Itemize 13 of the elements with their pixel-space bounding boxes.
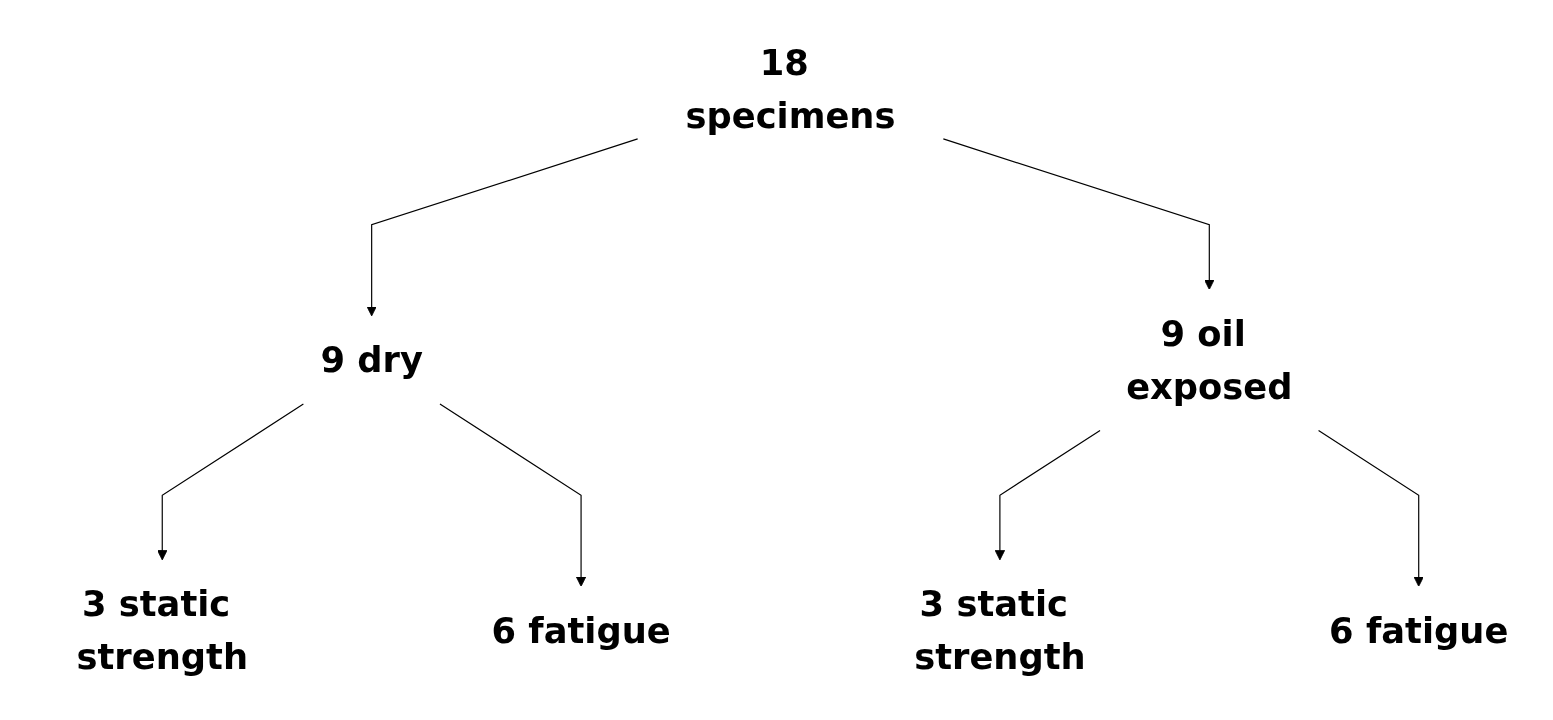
arrow xyxy=(994,429,1101,561)
node-text: 6 fatigue xyxy=(1329,609,1509,651)
arrow xyxy=(942,138,1215,290)
node-text: 3 static strength xyxy=(914,583,1086,678)
arrow xyxy=(366,138,639,317)
arrow xyxy=(439,403,587,587)
node-text: 9 dry xyxy=(320,339,423,381)
node-text: 9 oil exposed xyxy=(1126,312,1293,408)
node-text: 3 static strength xyxy=(76,583,249,678)
arrow xyxy=(1317,429,1424,587)
node-text: 18 specimens xyxy=(685,42,896,137)
node-text: 6 fatigue xyxy=(491,609,671,651)
arrow xyxy=(157,403,304,561)
